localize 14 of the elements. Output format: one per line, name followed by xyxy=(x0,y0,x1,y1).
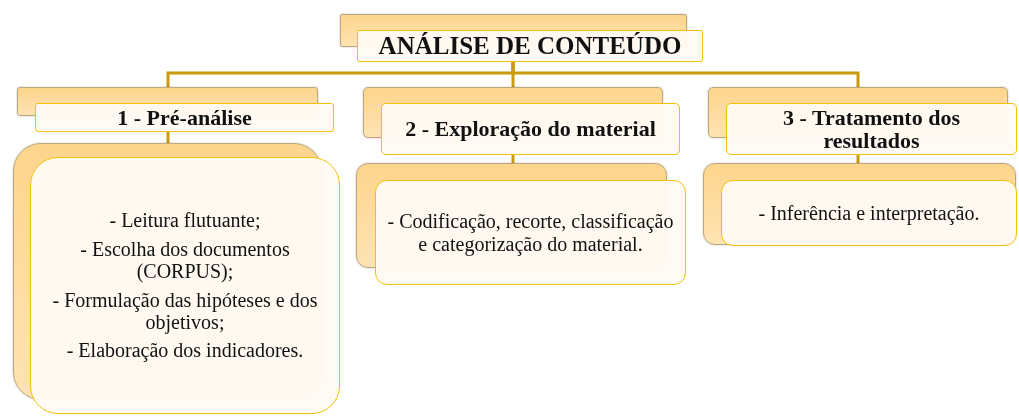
heading-text: ANÁLISE DE CONTEÚDO xyxy=(378,32,682,60)
list-item-text: - Inferência e interpretação. xyxy=(758,201,980,225)
connector-line xyxy=(856,155,860,163)
connector-line xyxy=(511,155,515,163)
list-item-text: - Elaboração dos indicadores. xyxy=(66,339,304,362)
list-item-text: - Formulação das hipóteses e dos objetivos; xyxy=(51,288,319,334)
connector-line xyxy=(166,132,170,143)
connector-line xyxy=(511,62,860,87)
heading-text: 1 - Pré-análise xyxy=(117,105,252,130)
list-item-text: - Leitura flutuante; xyxy=(109,209,261,232)
list-item-text: - Escolha dos documentos (CORPUS); xyxy=(79,237,291,283)
heading-text: 3 - Tratamento dos resultados xyxy=(782,105,961,153)
heading-text: 2 - Exploração do material xyxy=(405,117,656,141)
list-item-text: - Codificação, recorte, classificação e categorização do material. xyxy=(386,210,675,255)
